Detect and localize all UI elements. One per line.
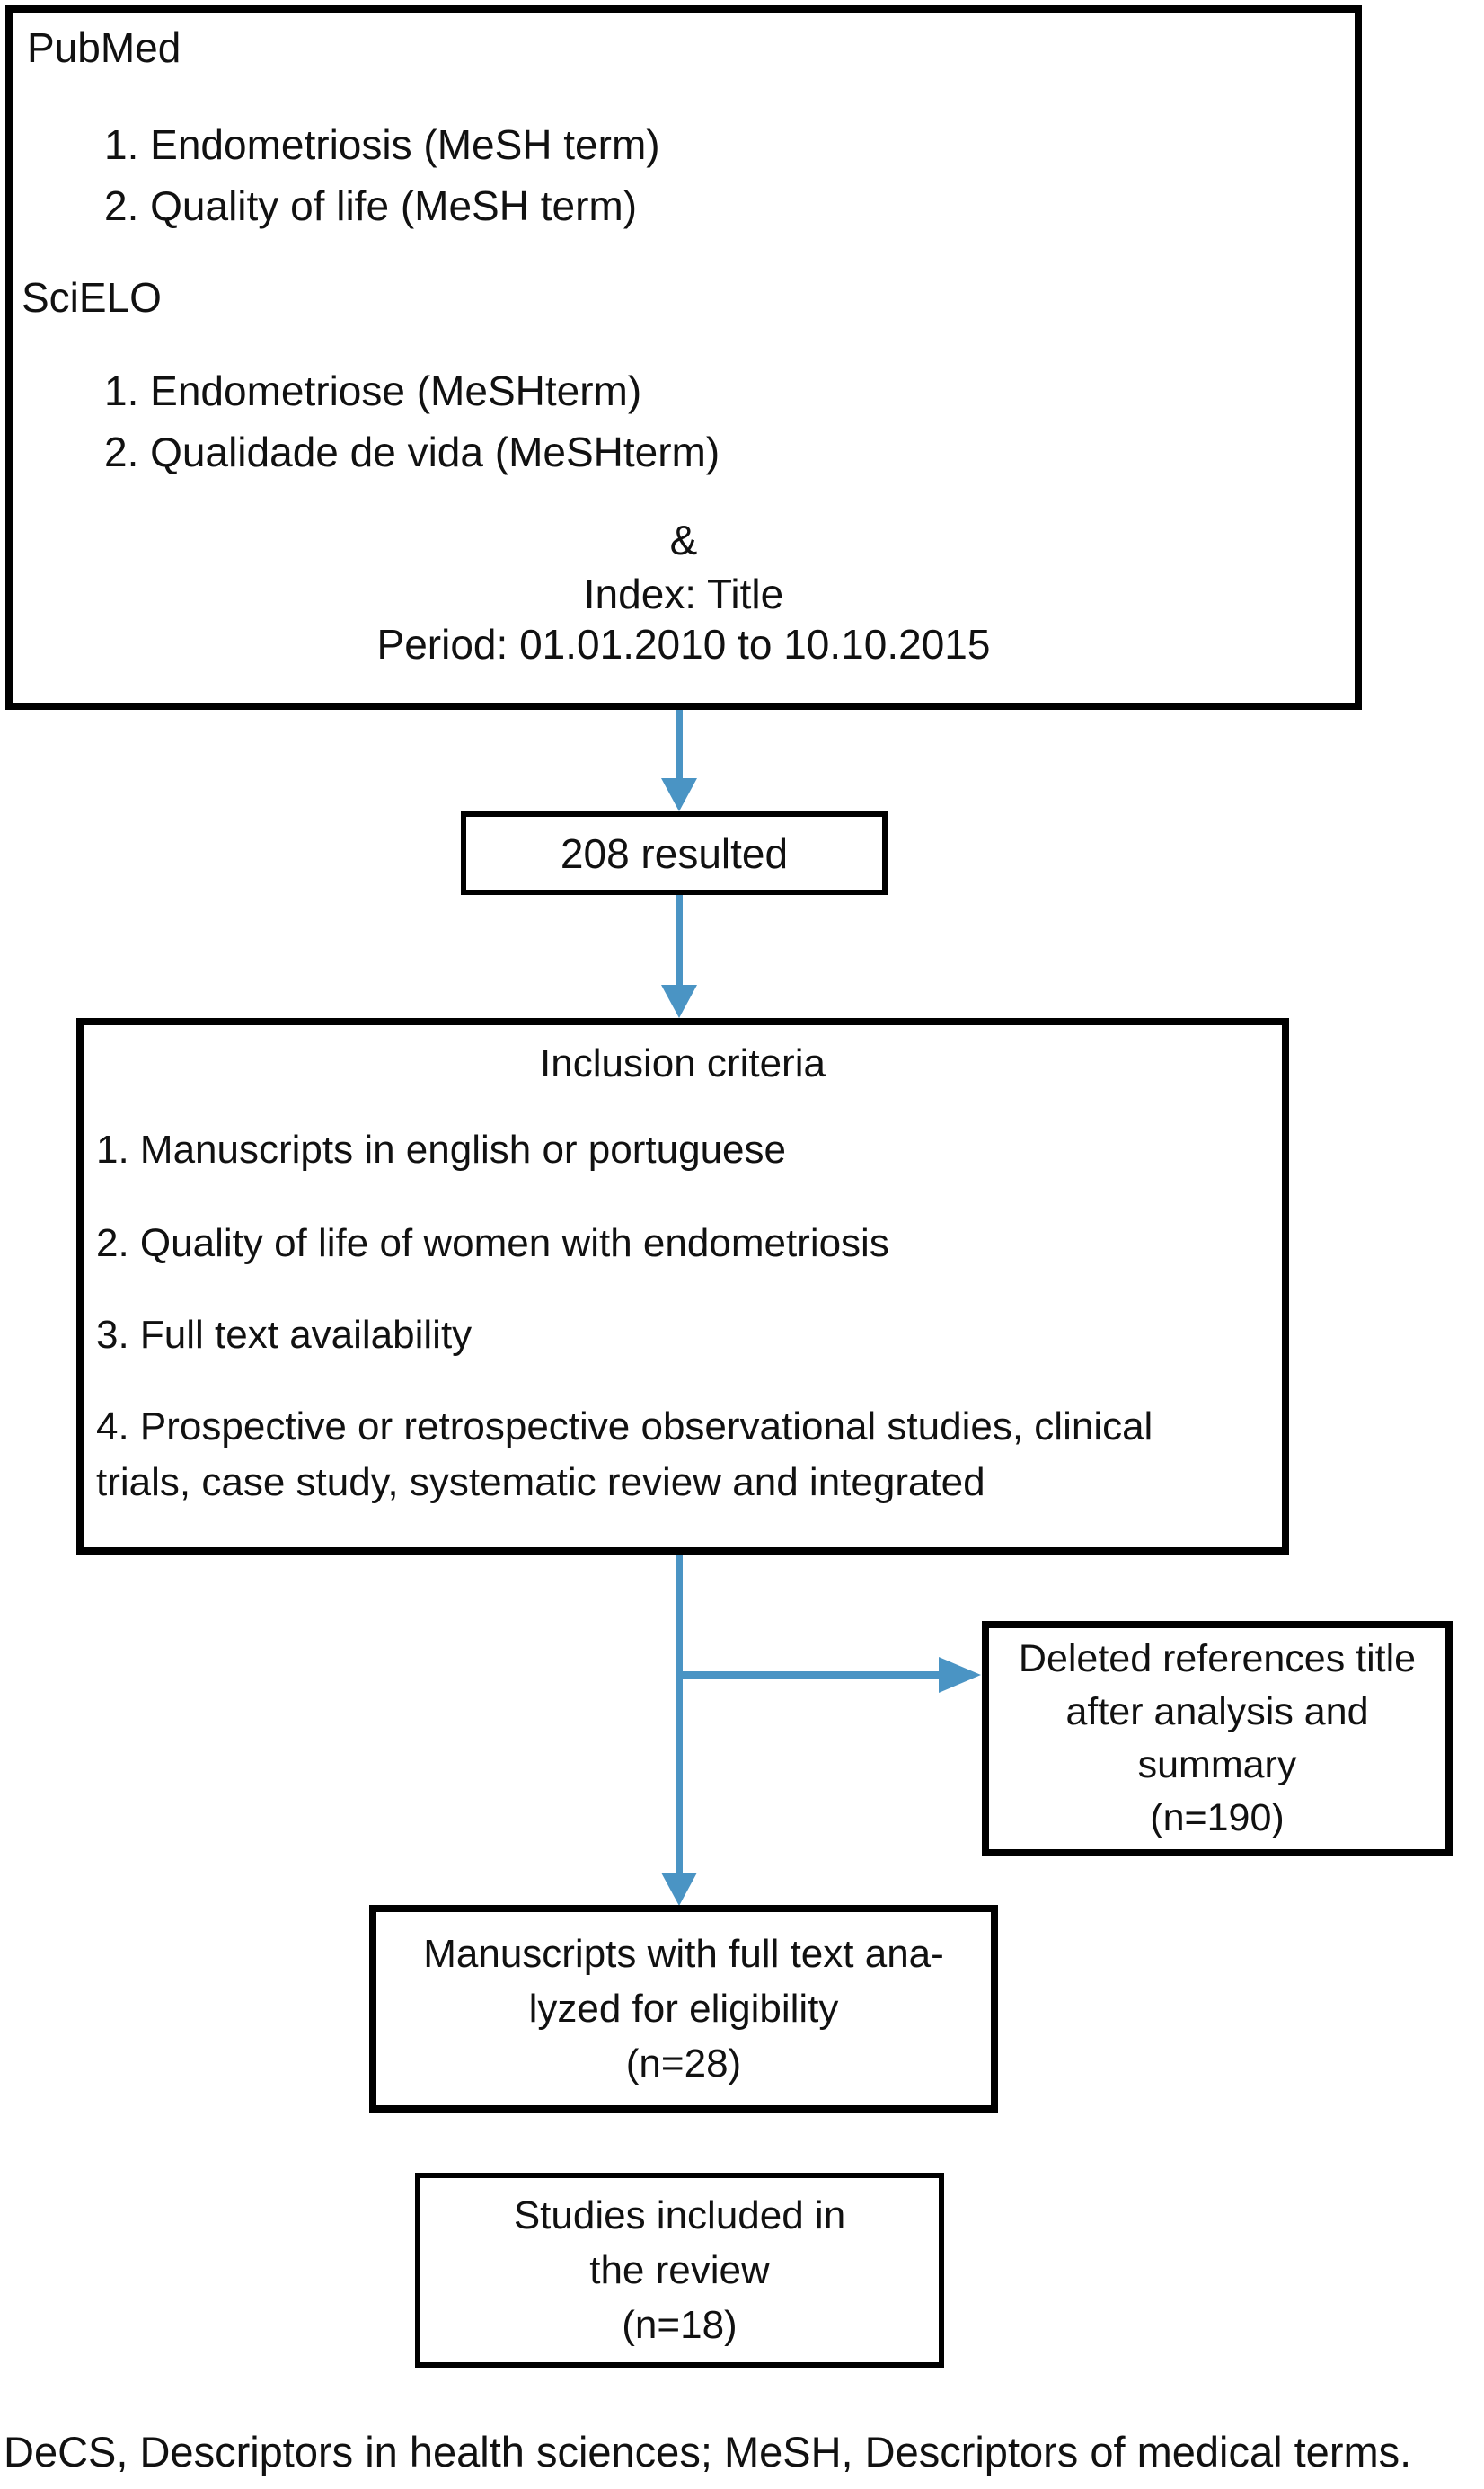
- eligibility-count: (n=28): [625, 2042, 742, 2086]
- arrowhead-down-icon: [661, 778, 697, 811]
- included-count: (n=18): [622, 2303, 738, 2347]
- deleted-references-line-1: Deleted references title: [1018, 1637, 1417, 1680]
- inclusion-criterion-2: 2. Quality of life of women with endomet…: [96, 1221, 889, 1265]
- scielo-label: SciELO: [22, 274, 162, 321]
- index-filter: Index: Title: [583, 571, 784, 617]
- flow-line-inclusion-to-eligibility: [676, 1555, 683, 1875]
- scielo-search-term-1: 1. Endometriose (MeSHterm): [104, 368, 642, 414]
- boolean-operator: &: [669, 517, 698, 563]
- deleted-references-count: (n=190): [1150, 1796, 1285, 1839]
- pubmed-label: PubMed: [27, 24, 181, 71]
- eligibility-line-1: Manuscripts with full text ana-: [423, 1932, 944, 1976]
- flow-line-results-to-inclusion: [676, 895, 683, 987]
- inclusion-criterion-4-line-2: trials, case study, systematic review an…: [96, 1460, 985, 1504]
- scielo-search-term-2: 2. Qualidade de vida (MeSHterm): [104, 429, 720, 475]
- flow-line-search-to-results: [676, 710, 683, 780]
- results-box: 208 resulted: [461, 811, 888, 895]
- figure-caption: DeCS, Descriptors in health sciences; Me…: [4, 2428, 1412, 2476]
- included-line-2: the review: [589, 2248, 770, 2292]
- pubmed-search-term-2: 2. Quality of life (MeSH term): [104, 182, 638, 229]
- included-studies-box: Studies included in the review (n=18): [415, 2173, 944, 2368]
- flow-line-branch-to-deleted: [676, 1671, 940, 1679]
- deleted-references-box: Deleted references title after analysis …: [982, 1621, 1453, 1856]
- inclusion-criteria-title: Inclusion criteria: [540, 1041, 826, 1085]
- full-text-eligibility-box: Manuscripts with full text ana- lyzed fo…: [369, 1905, 998, 2113]
- inclusion-criterion-3: 3. Full text availability: [96, 1313, 473, 1357]
- deleted-references-line-3: summary: [1137, 1743, 1297, 1786]
- inclusion-criteria-box: Inclusion criteria 1. Manuscripts in eng…: [76, 1018, 1289, 1555]
- inclusion-criterion-4-line-1: 4. Prospective or retrospective observat…: [96, 1404, 1153, 1448]
- results-label: 208 resulted: [560, 829, 789, 877]
- arrowhead-right-icon: [939, 1657, 981, 1693]
- eligibility-line-2: lyzed for eligibility: [528, 1987, 839, 2031]
- inclusion-criterion-1: 1. Manuscripts in english or portuguese: [96, 1128, 786, 1172]
- pubmed-search-term-1: 1. Endometriosis (MeSH term): [104, 121, 660, 168]
- search-strategy-box: PubMed 1. Endometriosis (MeSH term) 2. Q…: [5, 5, 1362, 710]
- included-line-1: Studies included in: [513, 2193, 846, 2237]
- arrowhead-down-icon: [661, 985, 697, 1018]
- arrowhead-down-icon: [661, 1873, 697, 1906]
- period-filter: Period: 01.01.2010 to 10.10.2015: [376, 621, 991, 668]
- deleted-references-line-2: after analysis and: [1065, 1690, 1369, 1733]
